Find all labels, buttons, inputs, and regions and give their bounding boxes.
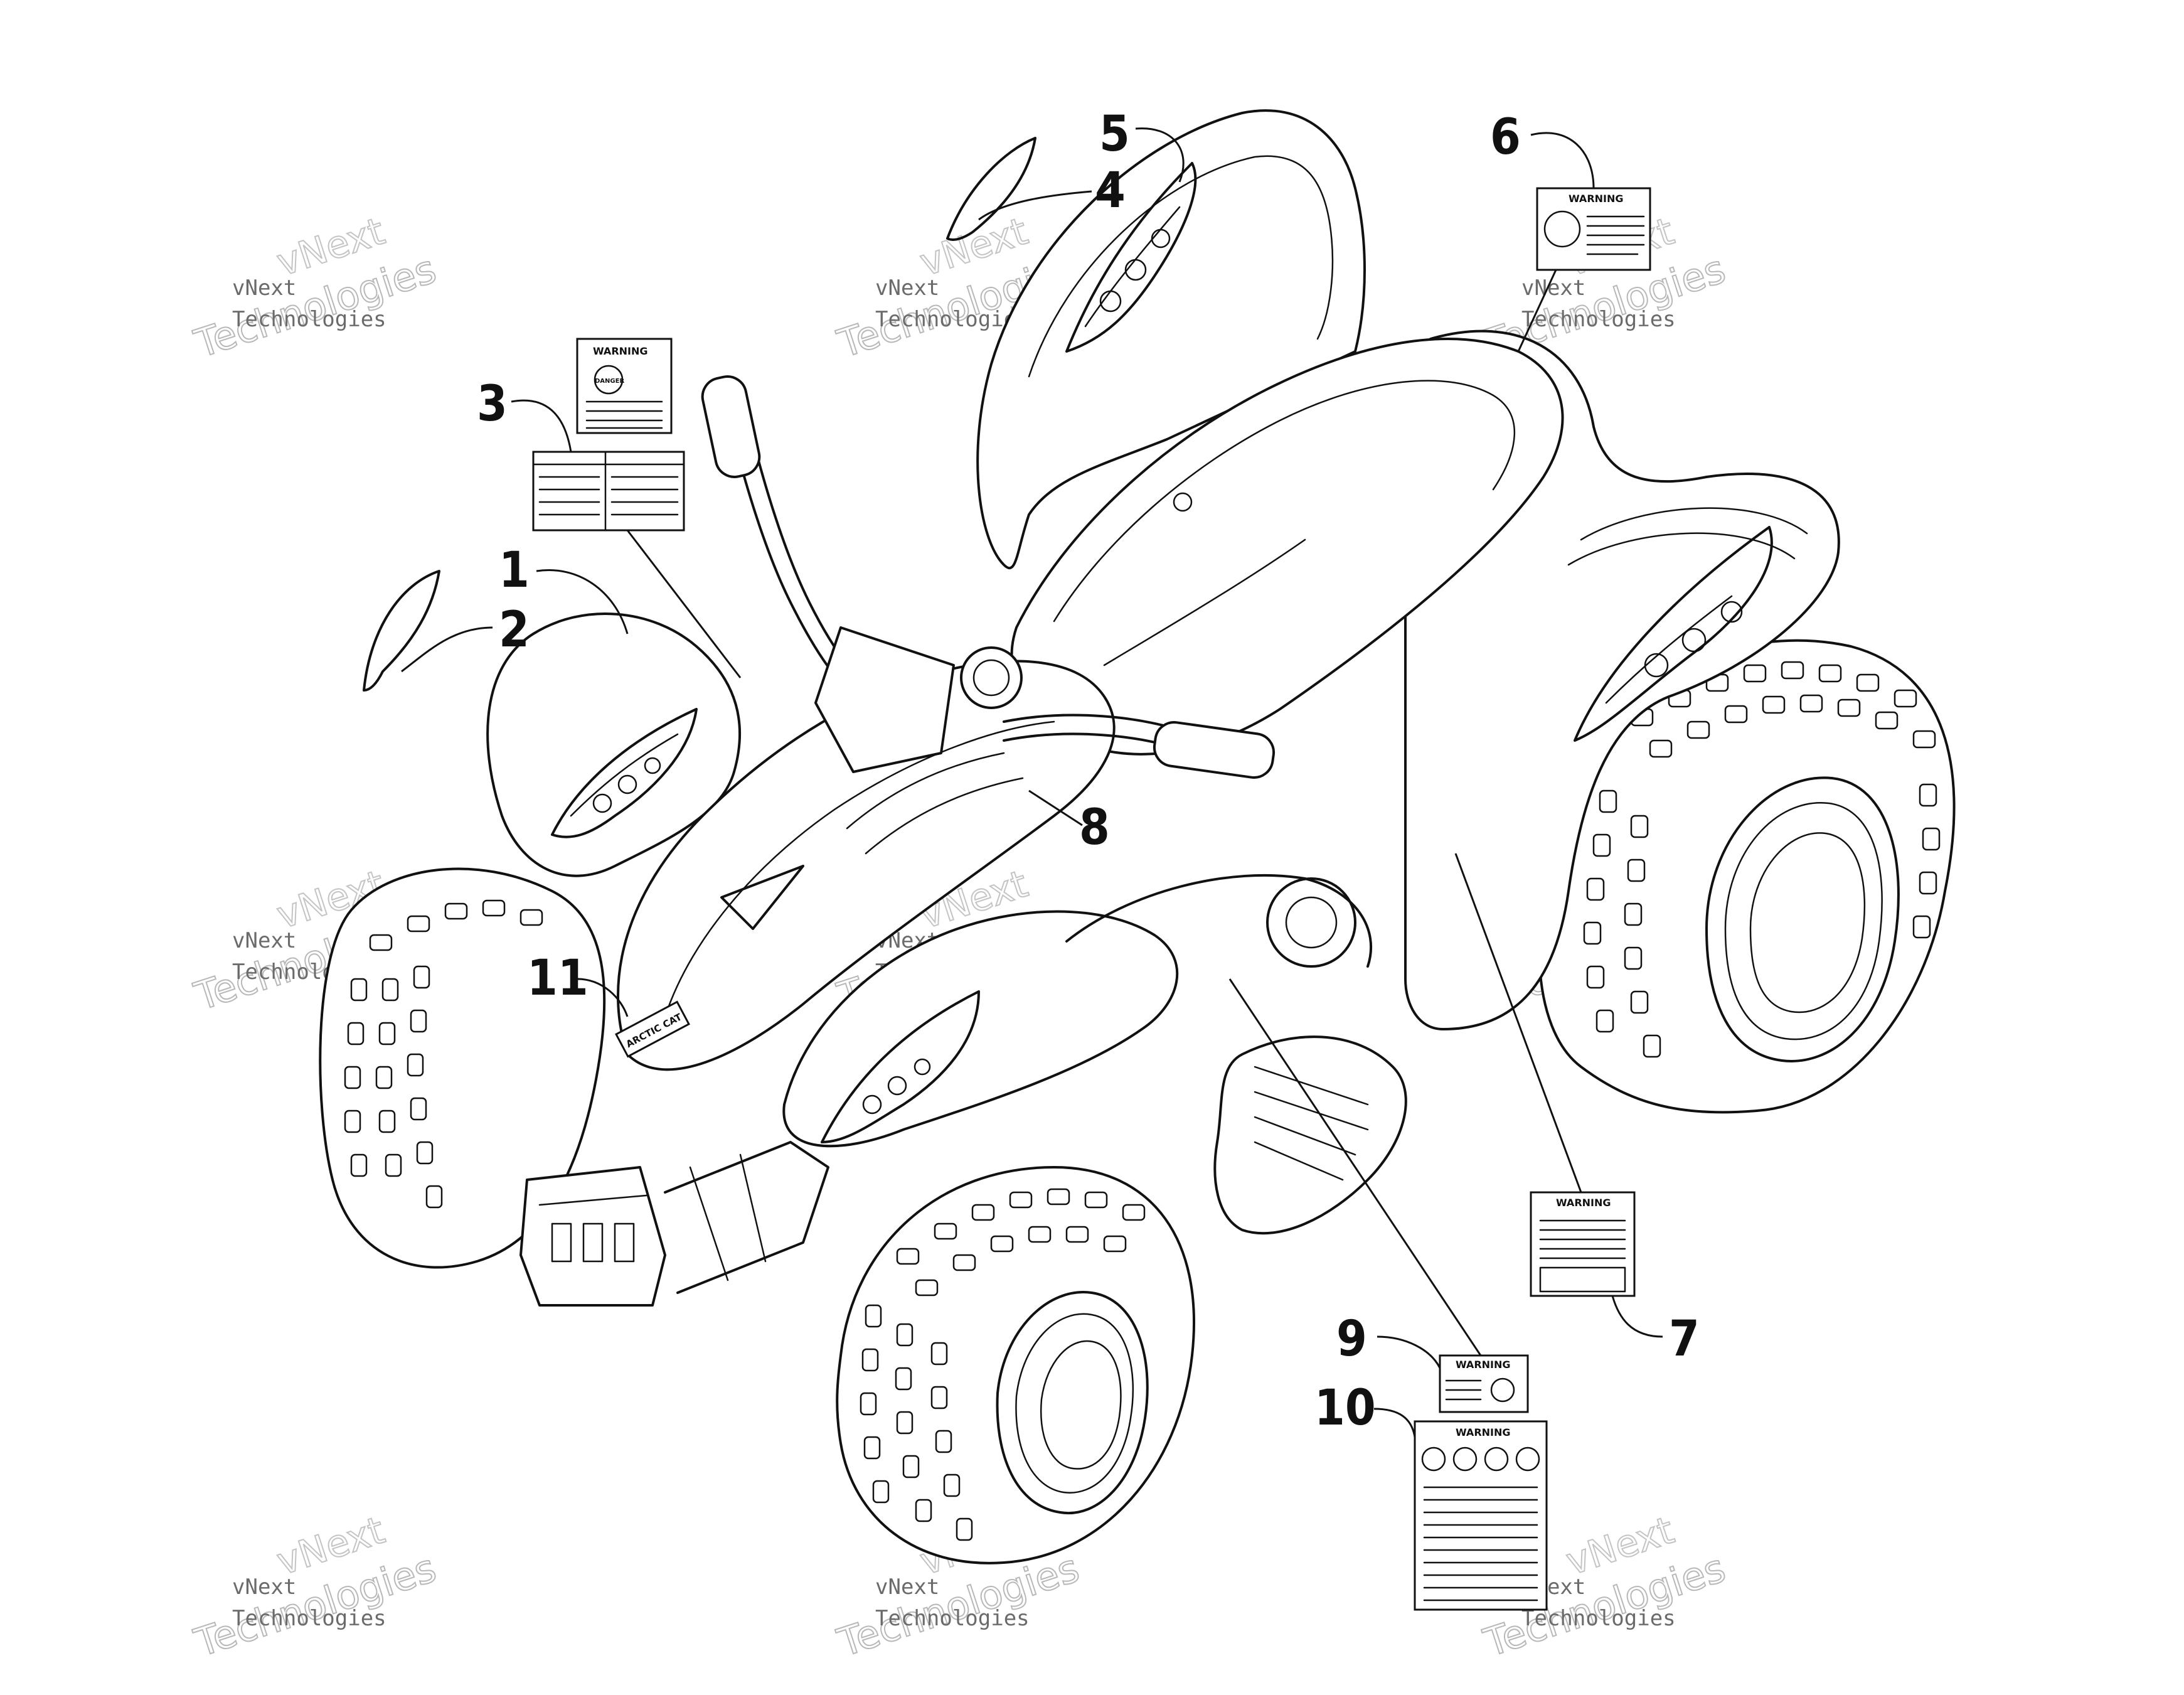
front-right-tire-tread: [860, 1188, 1146, 1541]
leader-9: [1377, 1335, 1441, 1369]
svg-text:WARNING: WARNING: [1569, 193, 1624, 205]
front-hood: [617, 660, 1116, 1071]
watermark-7: vNext vNext Technologies Technologies: [188, 1508, 442, 1667]
callout-5: 5: [1099, 106, 1130, 163]
leader-7: [1611, 1295, 1663, 1338]
callout-8: 8: [1079, 799, 1110, 856]
svg-text:DANGER: DANGER: [595, 378, 624, 385]
leader-5: [1135, 127, 1185, 183]
rear-backrest: [976, 109, 1366, 570]
decal-strip-2: [363, 570, 440, 692]
leader-9b: [1228, 978, 1482, 1356]
callout-numbers: 1 2 3 4 5 6 7 8 9 10 11: [477, 106, 1700, 1436]
front-fender-left: [486, 612, 742, 877]
front-bumper: [519, 1141, 829, 1307]
leader-6b: [1517, 269, 1557, 352]
front-left-tire: [319, 867, 606, 1269]
warning-label-3a: WARNING DANGER: [576, 338, 673, 434]
callout-2: 2: [499, 602, 530, 658]
svg-text:Technologies: Technologies: [875, 1606, 1030, 1631]
decal-strip-4: [946, 137, 1036, 241]
svg-text:vNext: vNext: [232, 275, 296, 301]
leader-lines: [401, 127, 1663, 1438]
rear-right-tire: [1538, 639, 1956, 1114]
leader-3b: [626, 530, 742, 678]
svg-text:vNext: vNext: [1521, 275, 1585, 301]
svg-text:Technologies: Technologies: [1521, 307, 1676, 332]
watermark-1: vNext vNext Technologies Technologies: [188, 209, 442, 368]
front-fender-center: [782, 910, 1179, 1148]
warning-label-6: WARNING: [1536, 187, 1651, 271]
leader-10: [1373, 1408, 1416, 1438]
svg-text:vNext: vNext: [232, 928, 296, 953]
warning-label-10: WARNING: [1414, 1420, 1548, 1611]
svg-text:WARNING: WARNING: [1456, 1359, 1511, 1371]
callout-9: 9: [1336, 1311, 1367, 1367]
svg-text:vNext: vNext: [875, 275, 939, 301]
callout-3: 3: [477, 376, 508, 432]
callout-10: 10: [1314, 1380, 1376, 1436]
warning-label-7: WARNING: [1530, 1191, 1636, 1297]
svg-text:vNext: vNext: [875, 1575, 939, 1600]
leader-2: [401, 626, 493, 673]
leader-4: [978, 190, 1092, 221]
leader-7b: [1454, 853, 1582, 1193]
warning-label-3b: [532, 451, 685, 532]
svg-text:WARNING: WARNING: [1556, 1197, 1611, 1209]
front-left-tire-tread: [344, 899, 543, 1209]
front-right-tire: [836, 1166, 1195, 1564]
callout-11: 11: [527, 950, 589, 1007]
callout-1: 1: [499, 542, 530, 599]
leader-6: [1530, 132, 1595, 189]
svg-text:WARNING: WARNING: [1456, 1426, 1511, 1438]
callout-6: 6: [1490, 109, 1521, 166]
svg-text:vNext: vNext: [232, 1575, 296, 1600]
svg-text:WARNING: WARNING: [593, 345, 648, 357]
callout-7: 7: [1669, 1311, 1700, 1367]
handlebar: [701, 375, 1276, 779]
svg-text:Technologies: Technologies: [232, 307, 386, 332]
leader-1: [536, 569, 629, 634]
leader-8: [1028, 789, 1083, 826]
callout-4: 4: [1095, 163, 1126, 219]
frame-footwell: [1065, 874, 1407, 1235]
svg-text:Technologies: Technologies: [232, 1606, 386, 1631]
leader-11: [577, 978, 629, 1017]
leader-3: [511, 399, 572, 452]
warning-label-9: WARNING: [1439, 1354, 1529, 1413]
